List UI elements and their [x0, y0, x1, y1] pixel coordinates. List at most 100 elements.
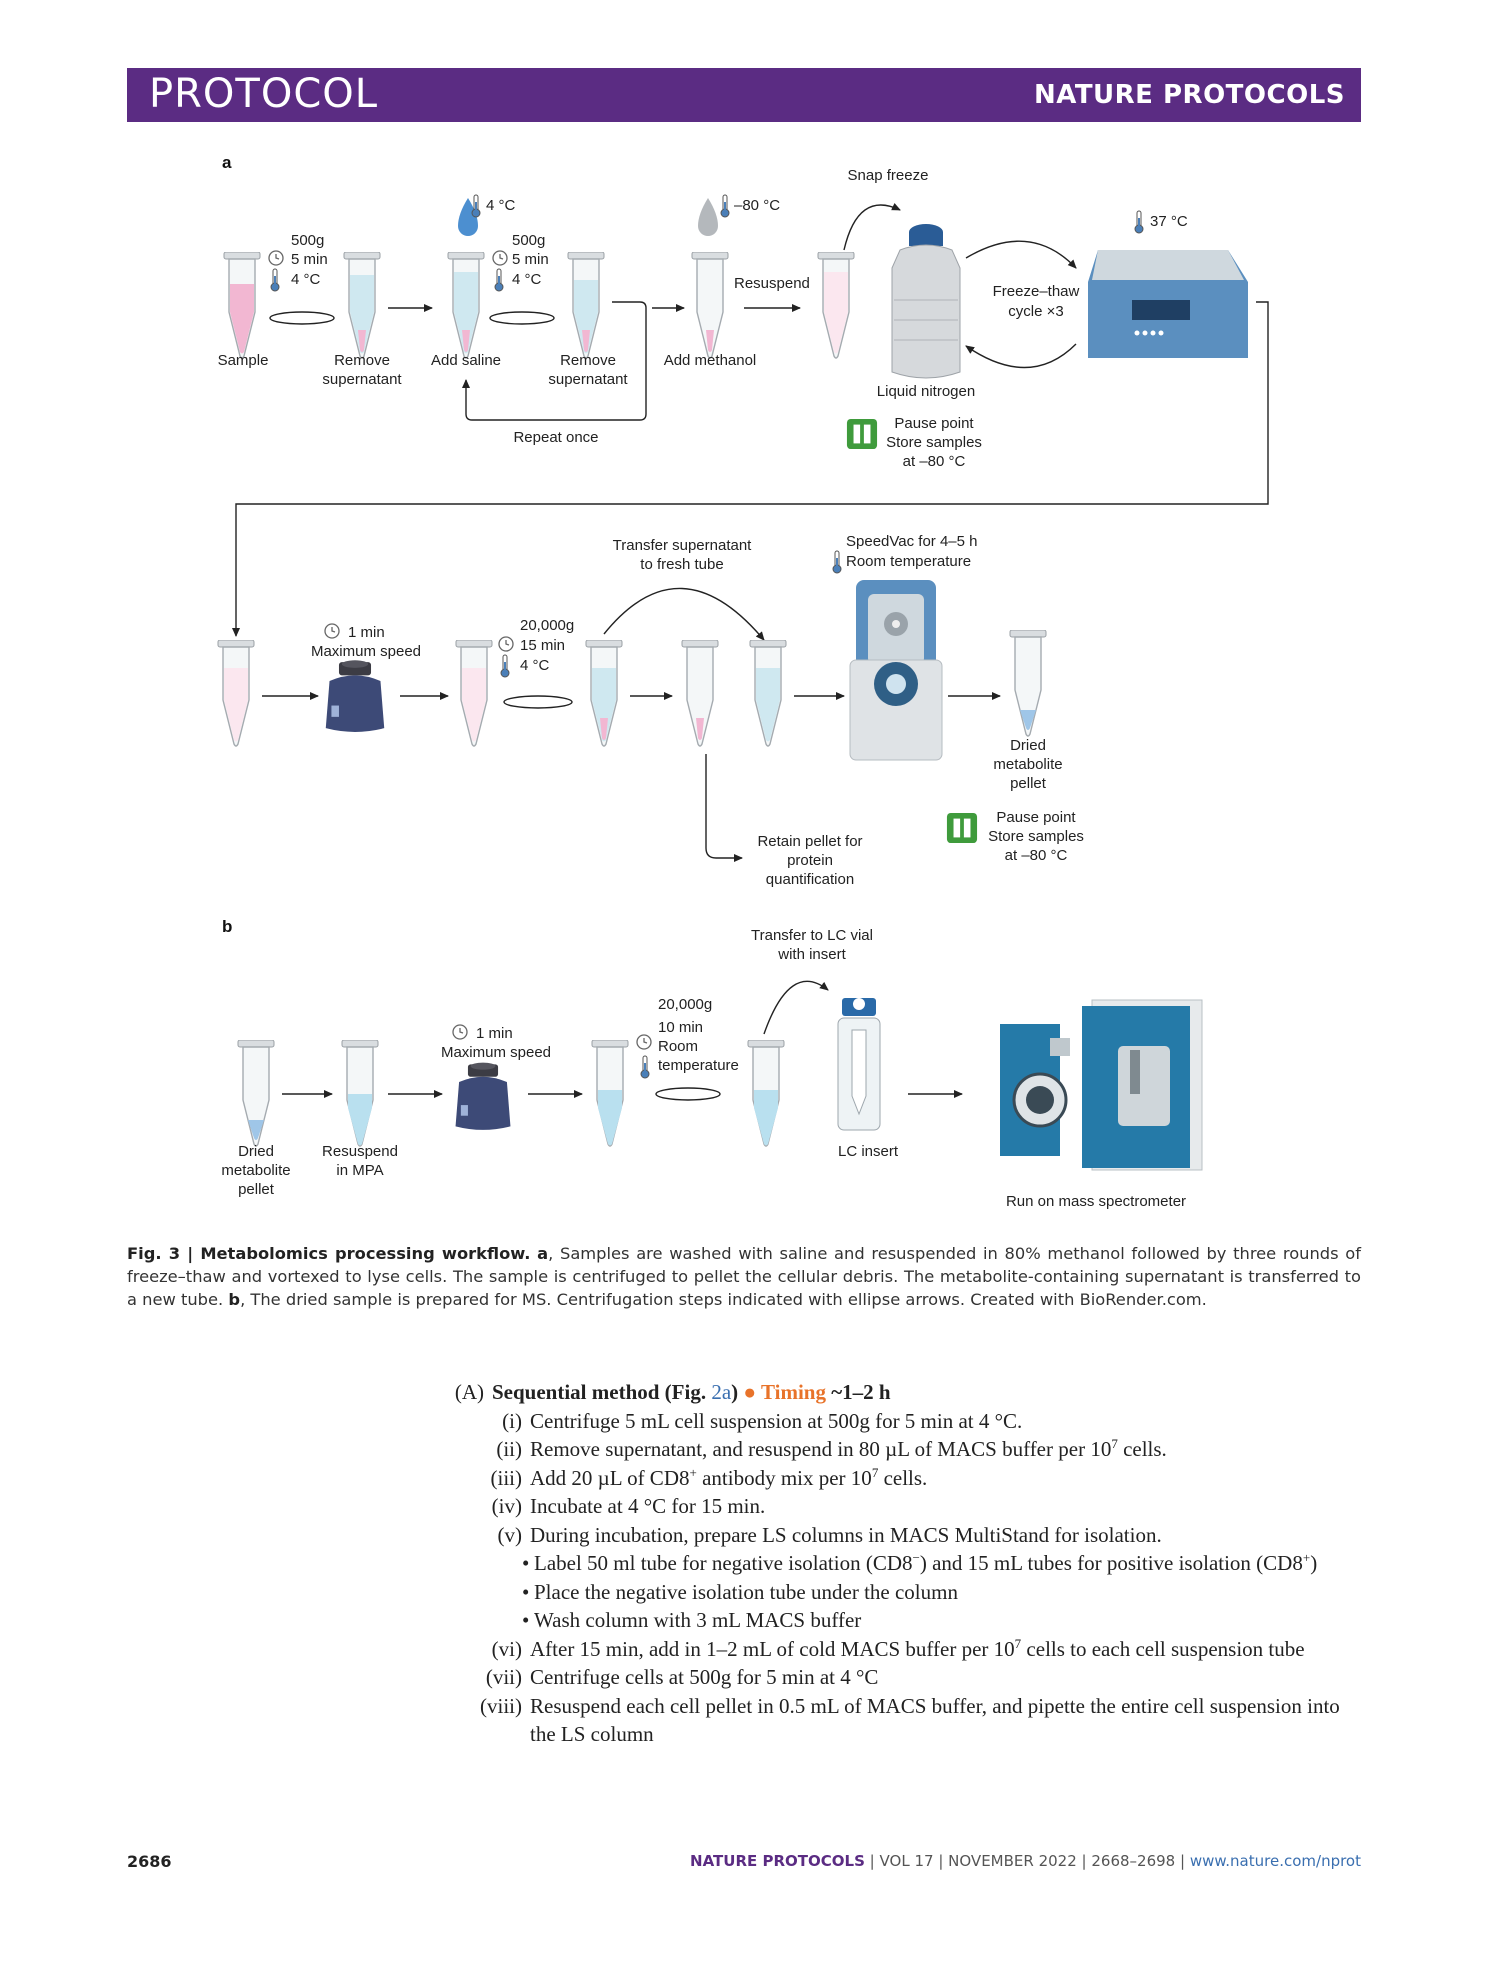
retain-l3: quantification — [766, 871, 854, 888]
tube-b-centrifuged — [747, 1040, 785, 1147]
retain-l1: Retain pellet for — [757, 833, 862, 850]
saline-drop-icon — [458, 198, 478, 236]
thermometer-icon — [720, 194, 730, 218]
pause1-l2: Store samples — [886, 434, 982, 451]
tube-resuspended — [817, 252, 855, 359]
saline-temp: 4 °C — [486, 197, 516, 214]
journal-title: NATURE PROTOCOLS — [1033, 80, 1345, 110]
mass-spectrometer-icon — [1000, 999, 1203, 1171]
spin3-temp: 4 °C — [520, 657, 550, 674]
speedvac-l2: Room temperature — [846, 553, 971, 570]
speedvac-icon — [849, 580, 943, 761]
section-title: PROTOCOL — [149, 71, 379, 117]
resusp-l2: in MPA — [336, 1162, 383, 1179]
dried2-l1: Dried — [238, 1143, 274, 1160]
label-remove-supernatant-2b: supernatant — [548, 371, 628, 388]
transfer2-l2: with insert — [777, 946, 846, 963]
tube-add-saline — [447, 252, 485, 359]
tube-b-vortexed — [591, 1040, 629, 1147]
step-heading-number: (A) — [454, 1380, 484, 1404]
dried2-l2: metabolite — [221, 1162, 290, 1179]
panel-b-label: b — [222, 917, 232, 936]
footer-volume: VOL 17 — [879, 1852, 934, 1870]
figure-link[interactable]: 2a — [711, 1380, 732, 1404]
label-remove-supernatant-1b: supernatant — [322, 371, 402, 388]
pause1-l1: Pause point — [894, 415, 974, 432]
caption-a: a — [537, 1244, 549, 1263]
timing-label: Timing — [760, 1380, 826, 1404]
vortex1-time: 1 min — [348, 624, 385, 641]
step-vi: (vi)After 15 min, add in 1–2 mL of cold … — [491, 1635, 1305, 1661]
bullet-2: •Place the negative isolation tube under… — [522, 1579, 958, 1604]
vortex-mixer-icon — [455, 1062, 511, 1130]
centrifuge-ellipse-arrow — [269, 311, 335, 325]
label-snap-freeze: Snap freeze — [848, 167, 929, 184]
spin3-time: 15 min — [520, 637, 565, 654]
spin4-time: 10 min — [658, 1019, 703, 1036]
spin2-g: 500g — [512, 232, 545, 249]
label-cycle-x3: cycle ×3 — [1008, 303, 1063, 320]
bullet-1: •Label 50 ml tube for negative isolation… — [522, 1550, 1318, 1575]
label-remove-supernatant-1a: Remove — [334, 352, 390, 369]
dried1-l1: Dried — [1010, 737, 1046, 754]
speedvac-l1: SpeedVac for 4–5 h — [846, 533, 977, 550]
label-mass-spec: Run on mass spectrometer — [1006, 1193, 1186, 1210]
clock-icon — [452, 1024, 468, 1040]
spin4-temp2: temperature — [658, 1057, 739, 1074]
label-resuspend: Resuspend — [734, 275, 810, 292]
label-add-methanol: Add methanol — [664, 352, 757, 369]
centrifuge-ellipse-arrow — [489, 311, 555, 325]
pause2-l3: at –80 °C — [1005, 847, 1068, 864]
dried2-l3: pellet — [238, 1181, 275, 1198]
centrifuge-ellipse-arrow — [655, 1087, 721, 1101]
footer-pages: 2668–2698 — [1091, 1852, 1176, 1870]
tube-dried-pellet — [1009, 630, 1047, 737]
step-heading-close: ) — [731, 1380, 739, 1404]
dried1-l2: metabolite — [993, 756, 1062, 773]
label-liquid-nitrogen: Liquid nitrogen — [877, 383, 975, 400]
thermometer-icon — [1134, 210, 1144, 234]
step-ii: (ii)Remove supernatant, and resuspend in… — [496, 1436, 1167, 1461]
bullet-3: •Wash column with 3 mL MACS buffer — [522, 1608, 862, 1632]
methanol-temp: –80 °C — [734, 197, 780, 214]
label-lc-insert: LC insert — [838, 1143, 899, 1160]
pause-point-icon — [946, 812, 978, 844]
caption-b-text: , The dried sample is prepared for MS. C… — [240, 1290, 1207, 1309]
tube-remove-supernatant — [343, 252, 381, 359]
label-repeat-once: Repeat once — [513, 429, 598, 446]
spin4-g: 20,000g — [658, 996, 712, 1013]
clock-icon — [492, 250, 508, 266]
tube-lysate — [217, 640, 255, 747]
methanol-drop-icon — [698, 198, 718, 236]
timing-value: ~1–2 h — [831, 1380, 891, 1404]
transfer1-l2: to fresh tube — [640, 556, 723, 573]
vortex2-speed: Maximum speed — [441, 1044, 551, 1061]
footer-journal: NATURE PROTOCOLS — [690, 1852, 865, 1870]
caption-a-text: , Samples are washed with saline and res… — [127, 1244, 1361, 1309]
centrifuge-ellipse-arrow — [503, 695, 573, 709]
heat-temp: 37 °C — [1150, 213, 1188, 230]
pause-point-icon — [846, 418, 878, 450]
heat-block-icon — [1088, 250, 1248, 358]
liquid-nitrogen-dewar-icon — [891, 224, 961, 379]
spin1-g: 500g — [291, 232, 324, 249]
footer-url[interactable]: www.nature.com/nprot — [1189, 1852, 1361, 1870]
tube-centrifuged — [585, 640, 623, 747]
transfer1-l1: Transfer supernatant — [613, 537, 753, 554]
vortex-mixer-icon — [325, 660, 385, 732]
dried1-l3: pellet — [1010, 775, 1047, 792]
repeat-loop-arrow — [462, 301, 647, 421]
clock-icon — [636, 1034, 652, 1050]
spin1-temp: 4 °C — [291, 271, 321, 288]
clock-icon — [268, 250, 284, 266]
tube-vortexed — [455, 640, 493, 747]
spin1-time: 5 min — [291, 251, 328, 268]
step-heading: (A) Sequential method (Fig. 2a) ● Timing… — [440, 1378, 1365, 1407]
step-iii: (iii)Add 20 µL of CD8+ antibody mix per … — [490, 1464, 928, 1490]
lc-vial-icon — [837, 998, 881, 1131]
tube-mpa — [341, 1040, 379, 1147]
thermometer-icon — [471, 194, 481, 218]
step-viii: (viii)Resuspend each cell pellet in 0.5 … — [480, 1693, 1340, 1747]
thermometer-icon — [494, 268, 504, 292]
spin2-time: 5 min — [512, 251, 549, 268]
